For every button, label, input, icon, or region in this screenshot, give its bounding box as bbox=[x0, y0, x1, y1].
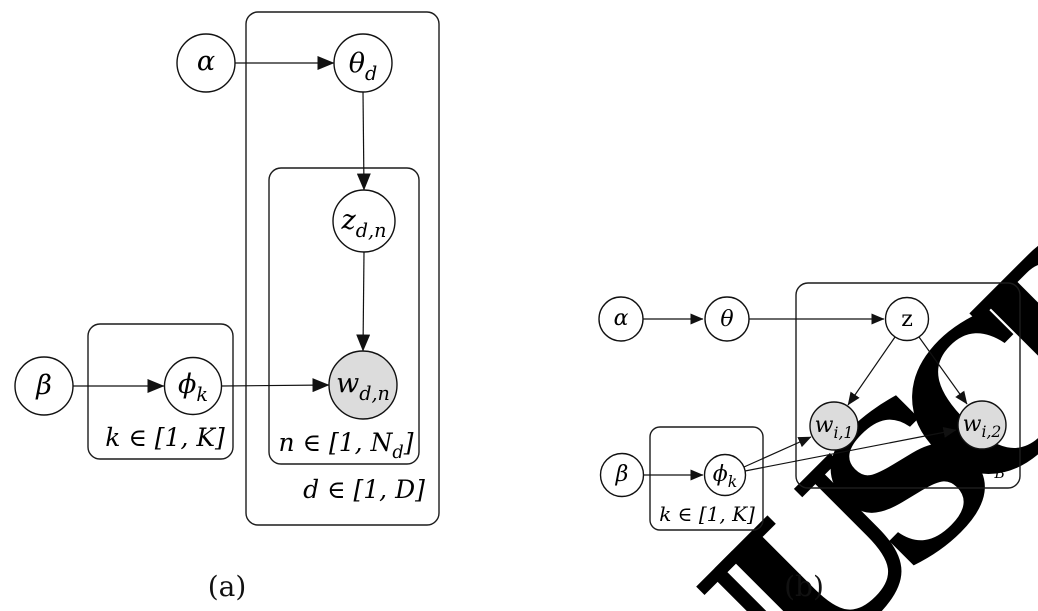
edge-z-w bbox=[356, 251, 371, 352]
node-phi-b-label: ϕk bbox=[713, 462, 737, 491]
edge-phi-w2 bbox=[744, 426, 957, 472]
node-alpha-b-label: α bbox=[614, 306, 629, 331]
node-beta-b bbox=[599, 452, 645, 498]
nodes-b: α θ z wi,1 wi,2 β ϕk bbox=[598, 296, 1007, 498]
node-beta-a bbox=[14, 356, 74, 416]
node-phi-b bbox=[703, 453, 747, 497]
node-phi-a bbox=[163, 356, 223, 416]
edges-a bbox=[73, 56, 371, 393]
node-w1-b bbox=[809, 401, 859, 451]
node-theta-b-label: θ bbox=[720, 307, 733, 332]
node-phi-a-label: ϕk bbox=[178, 369, 208, 406]
plate-nb-label: NB bbox=[976, 453, 1005, 482]
caption-a: (a) bbox=[208, 570, 247, 603]
node-z-b bbox=[884, 296, 930, 342]
node-alpha-b bbox=[598, 296, 644, 342]
node-w2-b bbox=[957, 400, 1007, 450]
edge-phi-w1 bbox=[743, 436, 812, 468]
node-w1-b-label: wi,1 bbox=[815, 413, 854, 442]
plate-d bbox=[245, 11, 440, 526]
node-beta-b-label: β bbox=[615, 462, 629, 487]
node-z-a-label: zd,n bbox=[341, 205, 387, 242]
plate-k-a bbox=[87, 323, 234, 460]
figure-b: α θ z wi,1 wi,2 β ϕk k ∈ [1, K] NB (b) bbox=[598, 282, 1021, 603]
nodes-a: α θd zd,n wd,n β ϕk bbox=[14, 33, 398, 420]
node-w2-b-label: wi,2 bbox=[963, 412, 1002, 441]
edge-z-w1 bbox=[847, 336, 896, 406]
node-alpha-a-label: α bbox=[197, 46, 215, 77]
caption-b: (b) bbox=[784, 570, 824, 603]
node-z-b-label: z bbox=[901, 307, 913, 332]
edge-theta-z bbox=[356, 91, 371, 191]
node-theta-a-label: θd bbox=[349, 48, 378, 85]
edge-z-w2 bbox=[918, 336, 968, 405]
plate-k-b-label: k ∈ [1, K] bbox=[659, 502, 755, 526]
node-alpha-a bbox=[176, 33, 236, 93]
plate-k-b bbox=[649, 426, 764, 531]
plate-k-a-label: k ∈ [1, K] bbox=[105, 423, 225, 452]
node-theta-b bbox=[704, 296, 750, 342]
node-theta-a bbox=[333, 33, 393, 93]
edges-b bbox=[643, 313, 968, 481]
plate-d-label: d ∈ [1, D] bbox=[303, 475, 425, 504]
plate-nb bbox=[795, 282, 1021, 489]
edge-phi-w bbox=[221, 378, 330, 393]
plate-n-label: n ∈ [1, Nd] bbox=[278, 428, 413, 463]
node-w-a bbox=[328, 350, 398, 420]
node-beta-a-label: β bbox=[35, 370, 52, 401]
node-z-a bbox=[332, 189, 396, 253]
figure-a: α θd zd,n wd,n β ϕk k ∈ [1, K] n ∈ [1, N… bbox=[14, 11, 440, 603]
node-w-a-label: wd,n bbox=[336, 368, 390, 405]
plate-n bbox=[268, 167, 420, 465]
